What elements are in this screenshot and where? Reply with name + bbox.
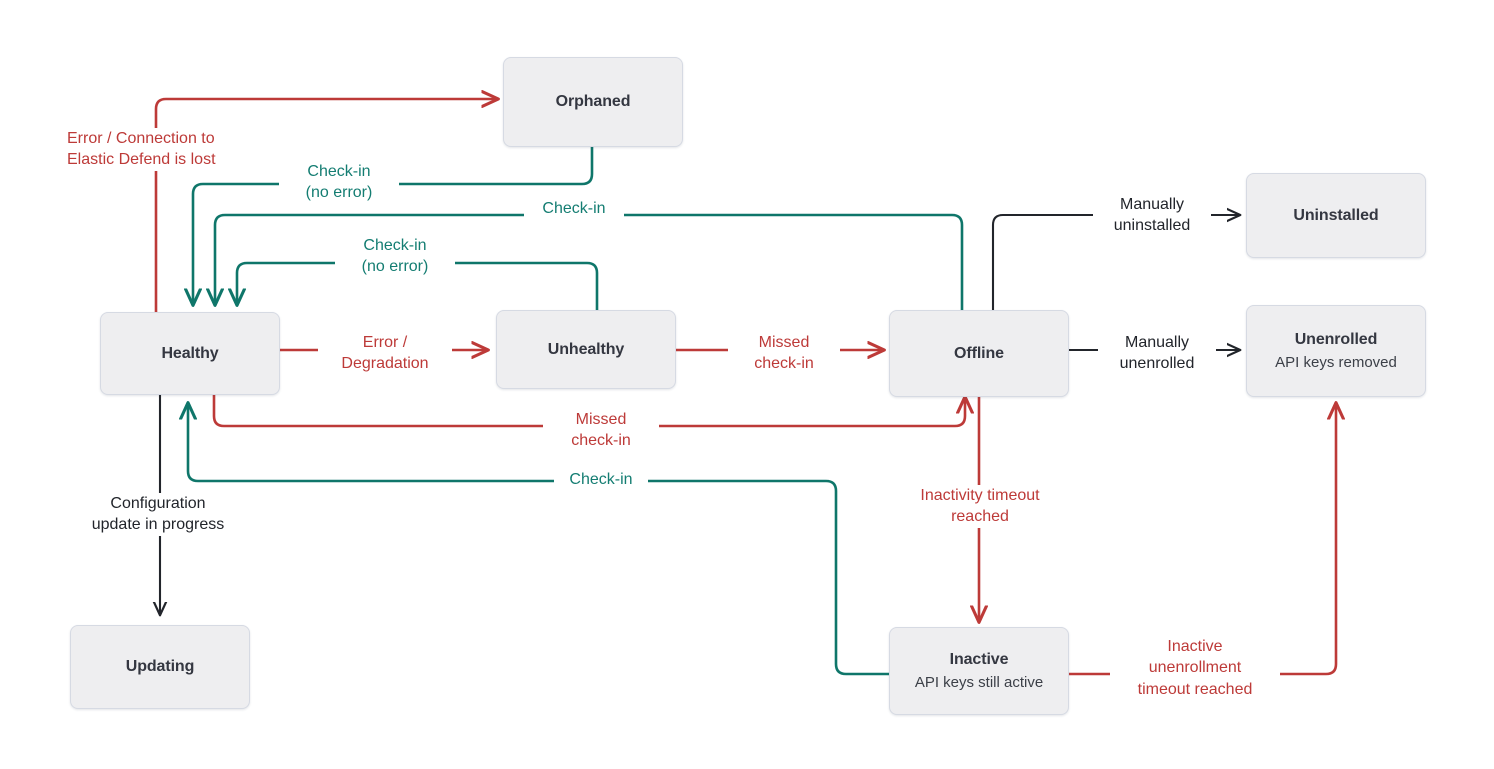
node-inactive[interactable]: Inactive API keys still active: [889, 627, 1069, 715]
node-unenrolled[interactable]: Unenrolled API keys removed: [1246, 305, 1426, 397]
node-uninstalled-title: Uninstalled: [1293, 206, 1379, 224]
edge-inactive-to-unenrolled: [1067, 403, 1336, 676]
node-inactive-title: Inactive: [949, 650, 1009, 668]
node-updating-title: Updating: [125, 658, 195, 675]
edge-inactive-to-healthy: [188, 403, 892, 676]
edge-label-checkin-offline: Check-in: [524, 198, 624, 220]
node-unhealthy[interactable]: Unhealthy: [496, 310, 676, 389]
edge-label-manually-uninstalled: Manually uninstalled: [1093, 194, 1211, 237]
node-offline-title: Offline: [954, 344, 1004, 362]
edge-label-inactivity-timeout: Inactivity timeout reached: [890, 485, 1070, 528]
edge-label-error-connection-lost: Error / Connection to Elastic Defend is …: [62, 128, 252, 171]
node-updating[interactable]: Updating: [70, 625, 250, 709]
edge-label-manually-unenrolled: Manually unenrolled: [1098, 332, 1216, 375]
edge-healthy-to-orphaned: [154, 99, 498, 314]
edge-label-configuration-update: Configuration update in progress: [62, 493, 254, 536]
node-unhealthy-title: Unhealthy: [547, 340, 625, 358]
edge-label-checkin-no-error-top: Check-in (no error): [279, 161, 399, 204]
edge-offline-to-uninstalled: [991, 215, 1240, 312]
node-healthy-title: Healthy: [161, 344, 219, 362]
edge-label-error-degradation: Error / Degradation: [318, 332, 452, 375]
edge-label-missed-checkin-unhealthy: Missed check-in: [728, 332, 840, 375]
edge-label-missed-checkin-healthy: Missed check-in: [543, 409, 659, 452]
node-inactive-subtitle: API keys still active: [914, 673, 1044, 691]
node-unenrolled-title: Unenrolled: [1294, 330, 1378, 348]
node-orphaned-title: Orphaned: [555, 93, 631, 110]
edge-label-checkin-no-error-mid: Check-in (no error): [335, 235, 455, 278]
node-healthy[interactable]: Healthy: [100, 312, 280, 395]
node-orphaned[interactable]: Orphaned: [503, 57, 683, 147]
node-uninstalled[interactable]: Uninstalled: [1246, 173, 1426, 258]
node-unenrolled-subtitle: API keys removed: [1275, 353, 1397, 371]
edge-label-inactive-unenrollment: Inactive unenrollment timeout reached: [1110, 636, 1280, 700]
node-offline[interactable]: Offline: [889, 310, 1069, 397]
edge-label-checkin-inactive: Check-in: [554, 469, 648, 491]
